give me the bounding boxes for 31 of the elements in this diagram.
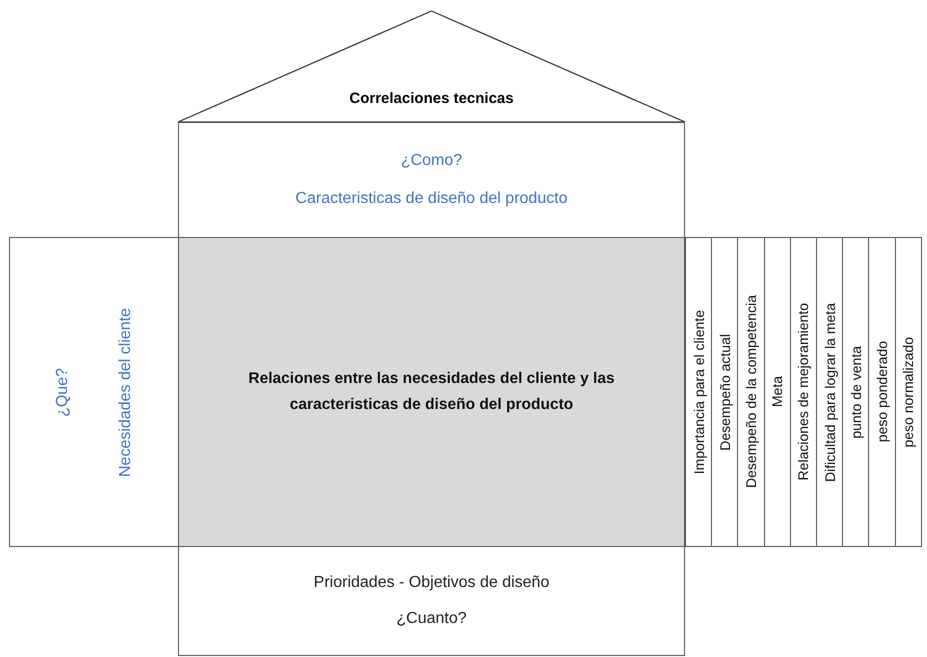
column-heading: peso ponderado [874,341,890,443]
table-column-header [685,237,712,547]
section-label: ¿Cuanto? [396,610,467,628]
column-heading: peso normalizado [900,336,916,448]
what-section [9,237,179,547]
table-column-header [842,237,870,547]
section-label: Caracteristicas de diseño del producto [295,190,568,208]
column-heading: Meta [769,376,786,408]
table-column-header [711,237,738,547]
priorities-section [178,546,685,656]
column-heading: punto de venta [848,346,864,438]
table-column-header [790,237,817,547]
table-column-header [737,237,765,547]
relationship-matrix [178,237,685,547]
section-label: Prioridades - Objetivos de diseño [314,574,550,592]
column-heading: Relaciones de mejoramiento [795,303,812,481]
table-column-header [764,237,791,547]
table-column-header [894,237,922,547]
table-column-header [868,237,896,547]
roof-title: Correlaciones tecnicas [349,90,514,107]
column-heading: Desempeño actual [716,334,733,450]
section-label: ¿Como? [400,152,462,170]
roof-triangle [178,10,685,123]
column-heading: Desempeño de la competencia [742,295,759,488]
section-label: Necesidades del cliente [116,308,134,476]
how-section [178,122,685,238]
table-column-header [816,237,844,547]
matrix-description: Relaciones entre las necesidades del cliente y las caracteristicas de diseño del producto [247,369,616,415]
section-label: ¿Que? [54,368,72,416]
column-heading: Importancia para el cliente [690,310,707,474]
column-heading: Dificultad para lograr la meta [822,302,838,482]
